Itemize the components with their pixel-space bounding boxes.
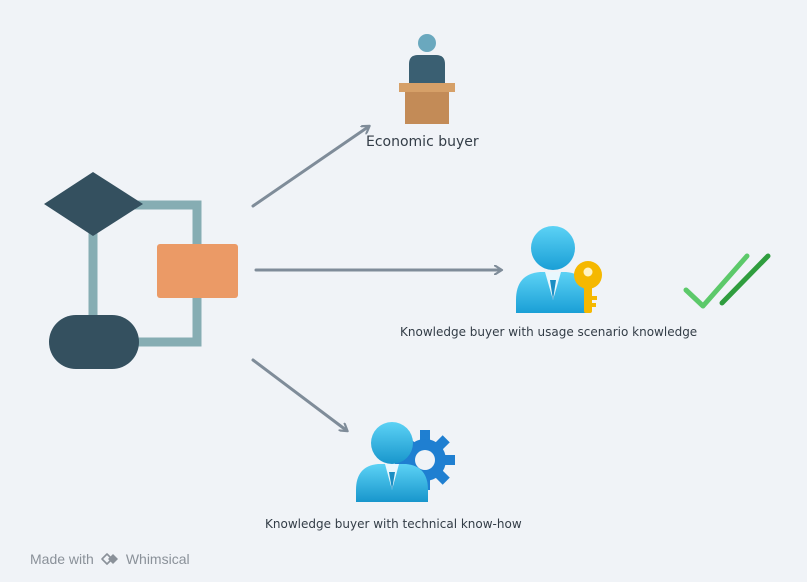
arrow-to-economic-buyer <box>251 127 368 208</box>
arrow-to-technical-buyer <box>251 358 346 430</box>
double-checkmark-icon <box>683 253 771 309</box>
user-gear-icon <box>356 422 455 502</box>
economic-buyer-label: Economic buyer <box>366 134 479 150</box>
podium-speaker-icon <box>399 34 455 124</box>
usage-buyer-label: Knowledge buyer with usage scenario know… <box>400 325 698 339</box>
flowchart-icon <box>44 172 238 369</box>
footer-brand: Whimsical <box>125 551 190 567</box>
made-with-whimsical-footer[interactable]: Made with Whimsical <box>30 551 190 567</box>
whimsical-logo-icon <box>101 553 118 565</box>
footer-prefix: Made with <box>30 551 94 567</box>
technical-buyer-label: Knowledge buyer with technical know-how <box>265 517 522 531</box>
user-key-icon <box>516 226 602 313</box>
